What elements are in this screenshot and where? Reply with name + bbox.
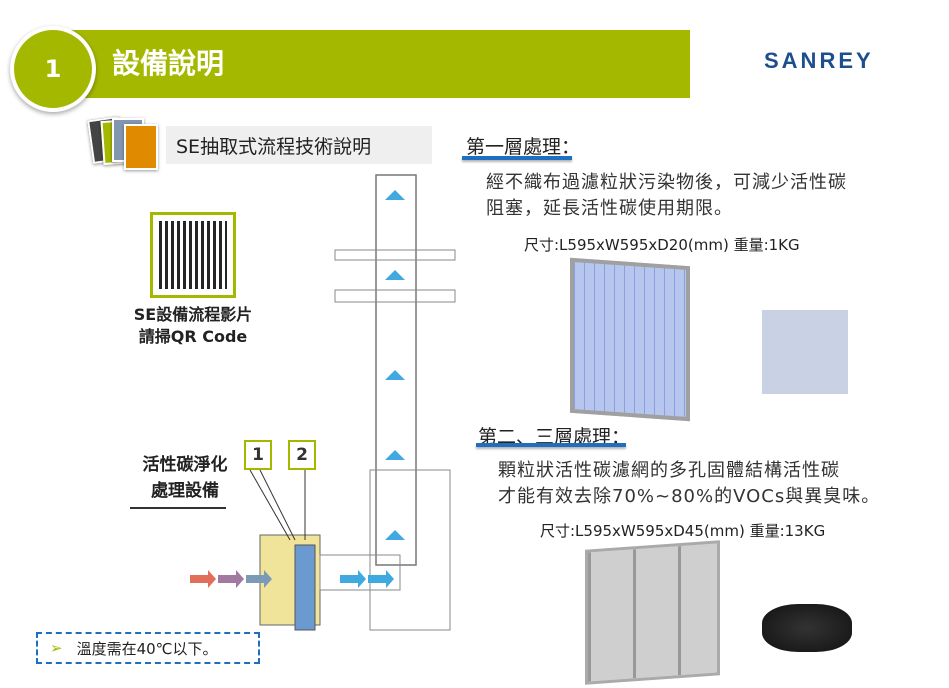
nonwoven-filter-image bbox=[570, 257, 690, 422]
sanrey-logo: SANREY bbox=[764, 48, 874, 73]
layer1-size: 尺寸:L595xW595xD20(mm) 重量:1KG bbox=[524, 236, 800, 254]
bullet-arrow-icon: ➢ bbox=[50, 639, 63, 657]
layer1-heading-text: 第一層處理 bbox=[466, 136, 562, 158]
qr-label: SE設備流程影片請掃QR Code bbox=[118, 304, 268, 348]
layer23-description: 顆粒狀活性碳濾網的多孔固體結構活性碳才能有效去除70%~80%的VOCs與異臭味… bbox=[498, 458, 880, 510]
layer1-desc-line1: 經不織布過濾粒狀污染物後，可減少活性碳 bbox=[486, 172, 847, 193]
section-number: 1 bbox=[10, 26, 96, 112]
layer23-colon: ： bbox=[611, 426, 631, 448]
layer23-desc-line1: 顆粒狀活性碳濾網的多孔固體結構活性碳 bbox=[498, 460, 840, 481]
header-banner bbox=[60, 30, 690, 98]
layer1-underline bbox=[462, 156, 572, 160]
carbon-filter-image bbox=[585, 540, 720, 685]
page-title: 設備說明 bbox=[112, 47, 225, 80]
equipment-diagram bbox=[190, 174, 456, 631]
layer23-heading-text: 第二、三層處理 bbox=[478, 426, 612, 448]
layer1-description: 經不織布過濾粒狀污染物後，可減少活性碳阻塞，延長活性碳使用期限。 bbox=[486, 170, 847, 222]
layer23-underline bbox=[476, 443, 626, 447]
qr-label-line2: 請掃QR Code bbox=[138, 327, 248, 346]
subtitle: SE抽取式流程技術說明 bbox=[166, 126, 432, 164]
equipment-label-line2: 處理設備 bbox=[151, 481, 219, 501]
layer-tag-1: 1 bbox=[244, 440, 272, 470]
qr-code[interactable] bbox=[150, 212, 236, 298]
layer23-desc-line2: 才能有效去除70%~80%的VOCs與異臭味。 bbox=[498, 486, 881, 507]
qr-label-line1: SE設備流程影片 bbox=[133, 305, 253, 324]
layer23-heading: 第二、三層處理： bbox=[478, 422, 630, 449]
nonwoven-material-image bbox=[762, 310, 848, 394]
equipment-label-line1: 活性碳淨化 bbox=[142, 455, 228, 475]
label-underline bbox=[130, 507, 226, 509]
temperature-note: ➢ 溫度需在40℃以下。 bbox=[36, 632, 260, 664]
layer-tag-2: 2 bbox=[288, 440, 316, 470]
cards-icon bbox=[124, 124, 158, 170]
layer23-size: 尺寸:L595xW595xD45(mm) 重量:13KG bbox=[540, 522, 826, 540]
note-text: 溫度需在40℃以下。 bbox=[76, 639, 218, 658]
layer1-colon: ： bbox=[561, 136, 581, 158]
equipment-label: 活性碳淨化處理設備 bbox=[120, 452, 250, 504]
layer1-desc-line2: 阻塞，延長活性碳使用期限。 bbox=[486, 198, 733, 219]
carbon-pellets-image bbox=[762, 604, 852, 652]
layer1-heading: 第一層處理： bbox=[466, 132, 580, 159]
